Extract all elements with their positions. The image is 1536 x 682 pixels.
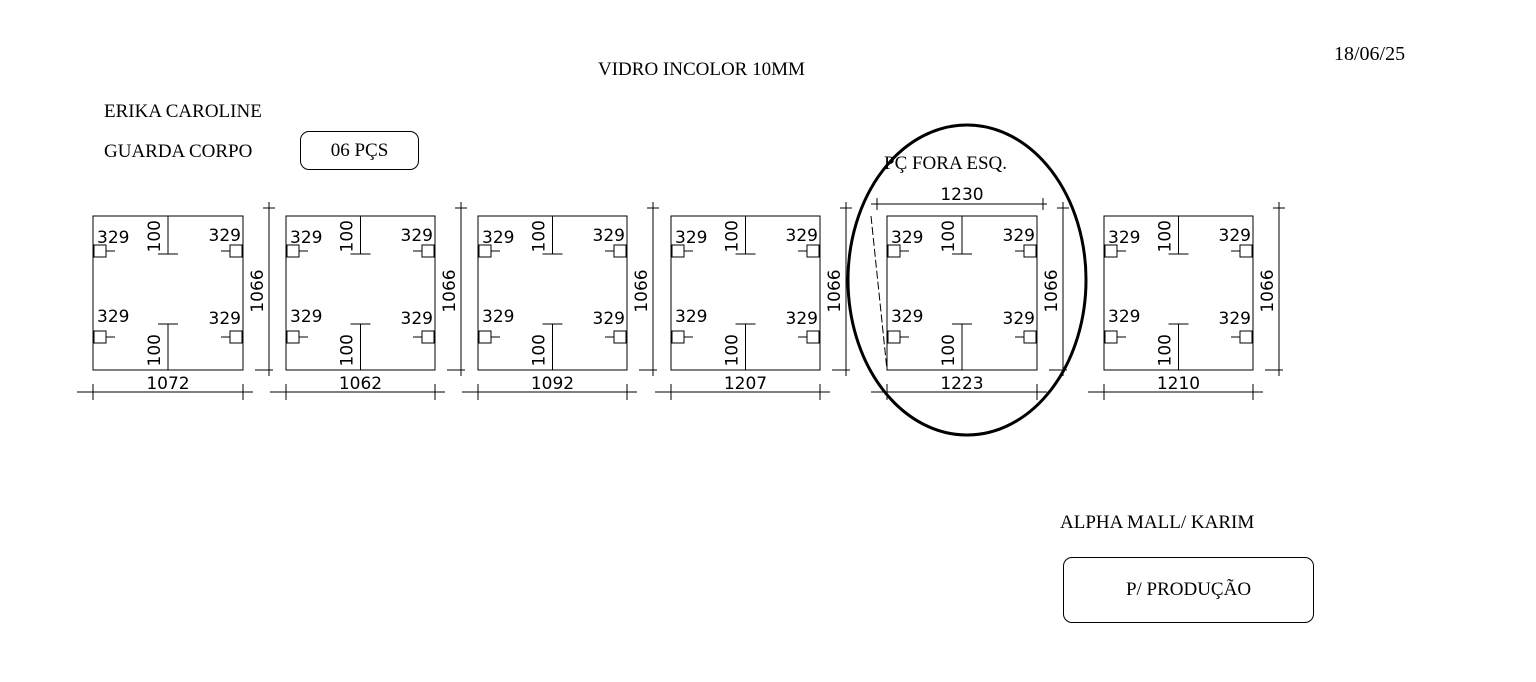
height-label: 1066	[1042, 269, 1062, 312]
hole-offset-label: 329	[1003, 226, 1035, 246]
hole-offset-label: 329	[97, 307, 129, 327]
hinge-hole	[613, 244, 627, 258]
hinge-hole	[1023, 244, 1037, 258]
hole-edge-label: 100	[1156, 334, 1176, 366]
width-label: 1072	[146, 374, 189, 394]
hole-offset-label: 329	[593, 226, 625, 246]
hole-offset-label: 329	[401, 309, 433, 329]
hole-edge-label: 100	[939, 220, 959, 252]
hole-offset-label: 329	[401, 226, 433, 246]
hole-edge-label: 100	[530, 334, 550, 366]
width-label: 1092	[531, 374, 574, 394]
width-label: 1062	[339, 374, 382, 394]
hole-edge-label: 100	[145, 334, 165, 366]
project-name: ALPHA MALL/ KARIM	[1060, 512, 1255, 533]
hole-offset-label: 329	[675, 307, 707, 327]
hole-offset-label: 329	[1219, 309, 1251, 329]
hole-offset-label: 329	[209, 226, 241, 246]
hinge-hole	[421, 244, 435, 258]
highlight-circle	[846, 123, 1088, 437]
hole-edge-label: 100	[530, 220, 550, 252]
width-label: 1223	[940, 374, 983, 394]
hole-offset-label: 329	[1219, 226, 1251, 246]
hinge-hole	[421, 330, 435, 344]
hinge-hole	[613, 330, 627, 344]
hole-edge-label: 100	[1156, 220, 1176, 252]
height-label: 1066	[632, 269, 652, 312]
hole-offset-label: 329	[290, 228, 322, 248]
client-name: ERIKA CAROLINE	[104, 101, 262, 122]
hinge-hole	[1239, 244, 1253, 258]
hole-offset-label: 329	[891, 228, 923, 248]
hole-offset-label: 329	[97, 228, 129, 248]
hole-offset-label: 329	[593, 309, 625, 329]
skew-line	[870, 215, 888, 371]
hole-offset-label: 329	[482, 307, 514, 327]
hole-offset-label: 329	[1003, 309, 1035, 329]
hole-edge-label: 100	[723, 334, 743, 366]
hole-offset-label: 329	[290, 307, 322, 327]
height-label: 1066	[248, 269, 268, 312]
hole-offset-label: 329	[675, 228, 707, 248]
hinge-hole	[1104, 330, 1118, 344]
material-title: VIDRO INCOLOR 10MM	[598, 59, 805, 80]
hole-offset-label: 329	[482, 228, 514, 248]
hinge-hole	[93, 330, 107, 344]
status-box: P/ PRODUÇÃO	[1063, 557, 1314, 623]
date: 18/06/25	[1334, 43, 1406, 65]
width-label: 1207	[724, 374, 767, 394]
hinge-hole	[806, 330, 820, 344]
hinge-hole	[286, 330, 300, 344]
hole-offset-label: 329	[786, 309, 818, 329]
hole-edge-label: 100	[338, 220, 358, 252]
hole-offset-label: 329	[891, 307, 923, 327]
hinge-hole	[806, 244, 820, 258]
panel-note: PÇ FORA ESQ.	[884, 153, 1008, 174]
hinge-hole	[229, 330, 243, 344]
product-name: GUARDA CORPO	[104, 141, 253, 162]
hole-edge-label: 100	[939, 334, 959, 366]
hole-edge-label: 100	[723, 220, 743, 252]
hole-edge-label: 100	[338, 334, 358, 366]
height-label: 1066	[1258, 269, 1278, 312]
height-label: 1066	[825, 269, 845, 312]
hinge-hole	[478, 330, 492, 344]
width-label: 1210	[1157, 374, 1200, 394]
hole-offset-label: 329	[1108, 228, 1140, 248]
quantity-badge: 06 PÇS	[300, 131, 419, 170]
hinge-hole	[1023, 330, 1037, 344]
height-label: 1066	[440, 269, 460, 312]
hole-edge-label: 100	[145, 220, 165, 252]
hinge-hole	[229, 244, 243, 258]
hole-offset-label: 329	[786, 226, 818, 246]
hinge-hole	[887, 330, 901, 344]
hole-offset-label: 329	[1108, 307, 1140, 327]
hinge-hole	[1239, 330, 1253, 344]
hole-offset-label: 329	[209, 309, 241, 329]
hinge-hole	[671, 330, 685, 344]
top-width-label: 1230	[940, 185, 983, 205]
